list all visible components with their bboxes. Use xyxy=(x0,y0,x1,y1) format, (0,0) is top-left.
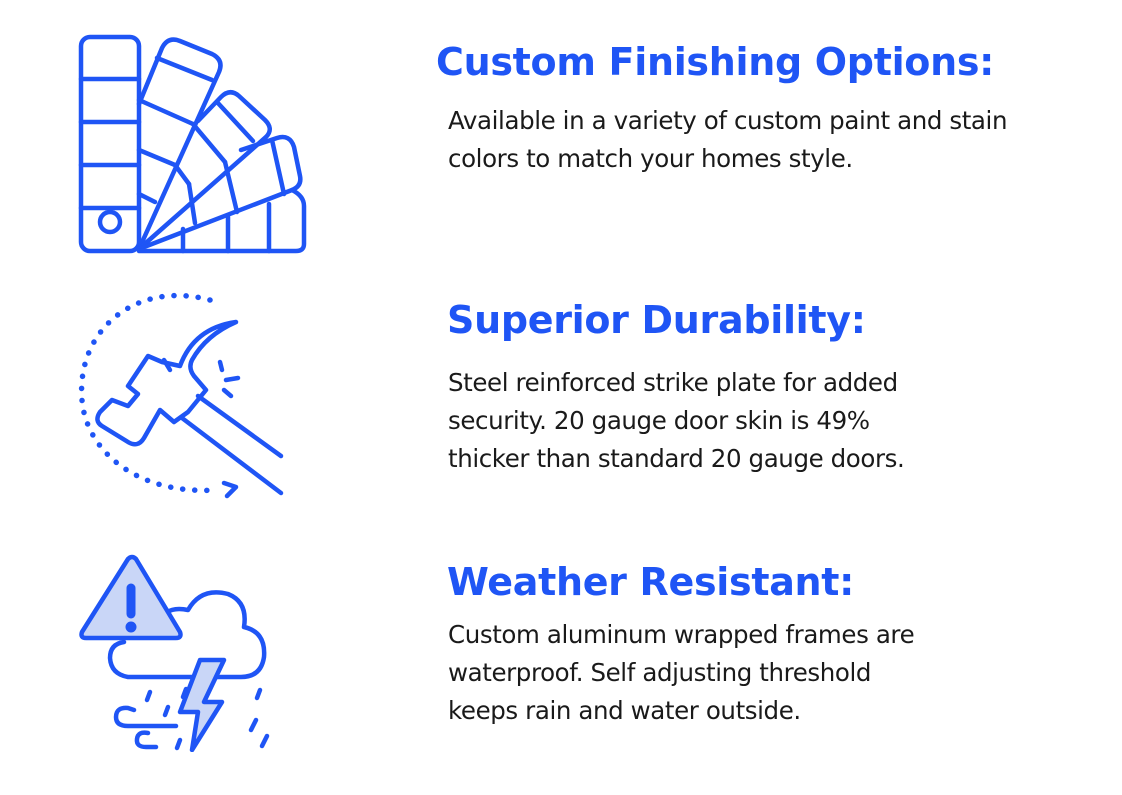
feature-text-weather-resistant: Weather Resistant: Custom aluminum wrapp… xyxy=(447,560,915,730)
feature-description: Custom aluminum wrapped frames are water… xyxy=(448,616,915,730)
storm-warning-icon xyxy=(76,552,281,752)
hammer-impact-icon xyxy=(76,290,291,500)
description-line: Steel reinforced strike plate for added xyxy=(448,368,898,397)
feature-title: Weather Resistant: xyxy=(447,560,855,604)
feature-description: Steel reinforced strike plate for added … xyxy=(448,364,905,478)
description-line: colors to match your homes style. xyxy=(448,144,853,173)
feature-text-superior-durability: Superior Durability: Steel reinforced st… xyxy=(447,298,905,478)
description-line: keeps rain and water outside. xyxy=(448,696,801,725)
color-swatch-fan-icon xyxy=(78,34,308,256)
description-line: security. 20 gauge door skin is 49% xyxy=(448,406,870,435)
feature-title: Superior Durability: xyxy=(447,298,866,342)
description-line: waterproof. Self adjusting threshold xyxy=(448,658,872,687)
feature-text-custom-finishing: Custom Finishing Options: Available in a… xyxy=(436,40,1007,178)
description-line: thicker than standard 20 gauge doors. xyxy=(448,444,905,473)
description-line: Available in a variety of custom paint a… xyxy=(448,106,1008,135)
feature-description: Available in a variety of custom paint a… xyxy=(448,102,1007,178)
description-line: Custom aluminum wrapped frames are xyxy=(448,620,915,649)
feature-title: Custom Finishing Options: xyxy=(436,40,995,84)
